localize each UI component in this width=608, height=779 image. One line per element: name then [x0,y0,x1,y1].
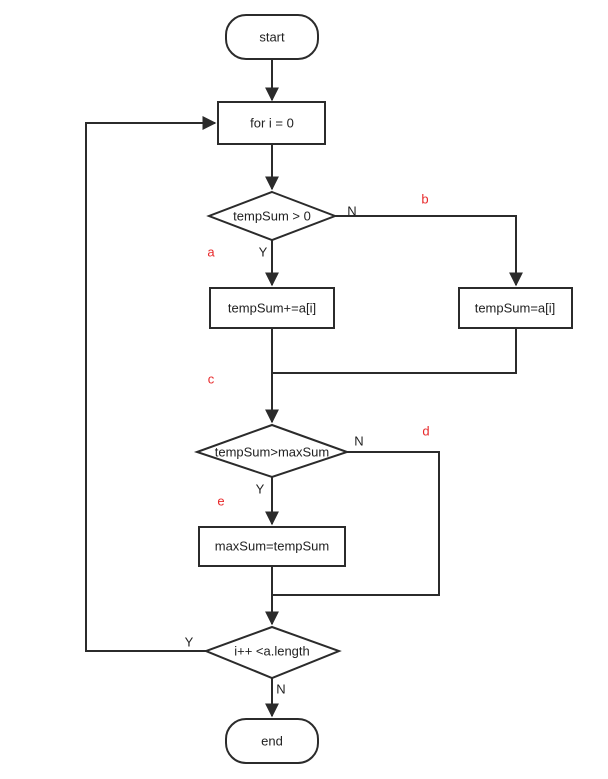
node-start: start [225,14,319,60]
node-set-max-label: maxSum=tempSum [215,538,330,553]
node-start-label: start [259,29,285,44]
annotation-d: d [422,423,429,438]
annotation-a: a [207,244,215,259]
edge-cond-max-no [272,451,440,596]
edge-cond-temp-no [335,215,523,287]
node-set-temp: tempSum=a[i] [458,287,573,329]
node-set-temp-label: tempSum=a[i] [475,300,556,315]
edge-loop-back [85,116,217,652]
annotation-b: b [421,191,428,206]
annotation-c: c [208,371,215,386]
label-cond-temp-no: N [347,203,356,218]
node-set-max: maxSum=tempSum [198,526,346,567]
label-cond-max-yes: Y [256,481,265,496]
edge-set-temp-merge [272,328,517,374]
label-cond-loop-no: N [276,681,285,696]
node-for-loop-label: for i = 0 [250,115,294,130]
node-add-temp: tempSum+=a[i] [209,287,335,329]
annotation-e: e [217,493,224,508]
node-for-loop: for i = 0 [217,101,326,145]
decision-loop-continue-label: i++ <a.length [234,643,310,658]
label-cond-loop-yes: Y [185,634,194,649]
decision-temp-greater-max: tempSum>maxSum [193,423,351,479]
node-end: end [225,718,319,764]
node-add-temp-label: tempSum+=a[i] [228,300,316,315]
annotations: a b c d e [207,191,429,508]
decision-temp-greater-max-label: tempSum>maxSum [215,444,330,459]
edge-labels: N Y N Y Y N [185,203,364,696]
decision-loop-continue: i++ <a.length [203,625,342,680]
decision-temp-positive: tempSum > 0 [206,190,338,242]
decision-temp-positive-label: tempSum > 0 [233,208,311,223]
edges [85,59,523,718]
label-cond-max-no: N [354,433,363,448]
label-cond-temp-yes: Y [259,244,268,259]
node-end-label: end [261,733,283,748]
